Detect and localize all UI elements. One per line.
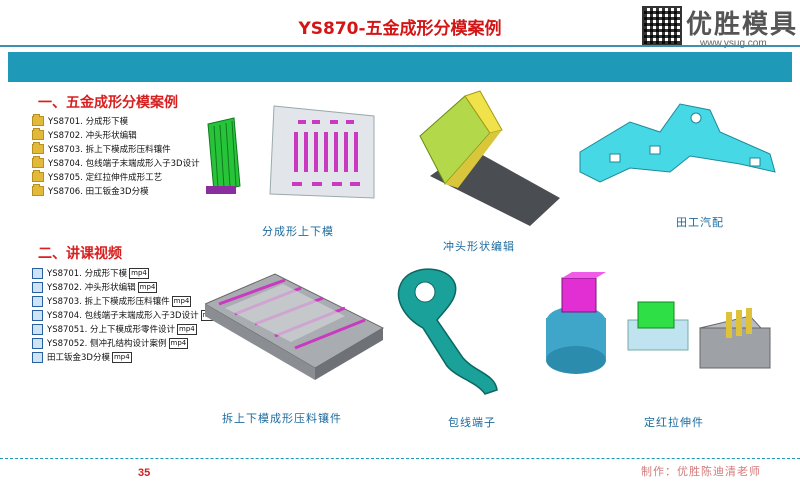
folder-icon xyxy=(32,128,44,140)
author-credit: 制作：优胜陈迪清老师 xyxy=(641,465,761,478)
header-band xyxy=(8,52,792,82)
list-item[interactable]: YS8701. 分成形下模 xyxy=(32,114,200,128)
header-divider xyxy=(0,45,800,47)
folder-icon xyxy=(32,170,44,182)
section2-heading: 二、讲课视频 xyxy=(38,246,122,262)
folder-icon xyxy=(32,142,44,154)
video-file-icon xyxy=(32,323,43,335)
caption-image-3: 田工汽配 xyxy=(676,216,724,229)
brand-url: www.ysug.com xyxy=(700,38,767,49)
list-item[interactable]: YS8702. 冲头形状编辑 xyxy=(32,128,200,142)
footer-divider xyxy=(0,458,800,459)
video-file-icon xyxy=(32,337,43,349)
folder-icon xyxy=(32,114,44,126)
drawn-part-image xyxy=(546,272,771,374)
caption-image-5: 包线端子 xyxy=(448,416,496,429)
list-item[interactable]: YS8705. 定红拉伸件成形工艺 xyxy=(32,170,200,184)
folder-icon xyxy=(32,184,44,196)
video-file-icon xyxy=(32,309,43,321)
section1-heading: 一、五金成形分模案例 xyxy=(38,95,178,111)
list-item[interactable]: YS8703. 拆上下模成形压料镶件 xyxy=(32,142,200,156)
video-file-icon xyxy=(32,281,43,293)
video-file-icon xyxy=(32,351,43,363)
page-number: 35 xyxy=(138,467,151,479)
folder-icon xyxy=(32,156,44,168)
caption-image-6: 定红拉伸件 xyxy=(644,416,704,429)
list-item[interactable]: YS8706. 田工钣金3D分模 xyxy=(32,184,200,198)
auto-part-image xyxy=(579,103,776,183)
list-item[interactable]: YS8704. 包线端子末端成形入子3D设计mp4 xyxy=(32,308,221,322)
caption-image-4: 拆上下模成形压料镶件 xyxy=(222,412,342,425)
punch-shape-image xyxy=(419,90,560,226)
caption-image-2: 冲头形状编辑 xyxy=(443,240,515,253)
video-file-icon xyxy=(32,295,43,307)
mold-insert-image xyxy=(205,273,385,380)
forming-mold-image xyxy=(206,105,375,199)
video-file-icon xyxy=(32,267,43,279)
wire-terminal-image xyxy=(397,268,498,395)
brand-logo-text: 优胜模具 xyxy=(686,10,799,40)
section1-list: YS8701. 分成形下模 YS8702. 冲头形状编辑 YS8703. 拆上下… xyxy=(32,114,200,198)
caption-image-1: 分成形上下模 xyxy=(262,225,334,238)
list-item[interactable]: YS8704. 包线端子末端成形入子3D设计 xyxy=(32,156,200,170)
page-title: YS870-五金成形分模案例 xyxy=(298,19,502,39)
qr-code-icon xyxy=(642,6,682,46)
